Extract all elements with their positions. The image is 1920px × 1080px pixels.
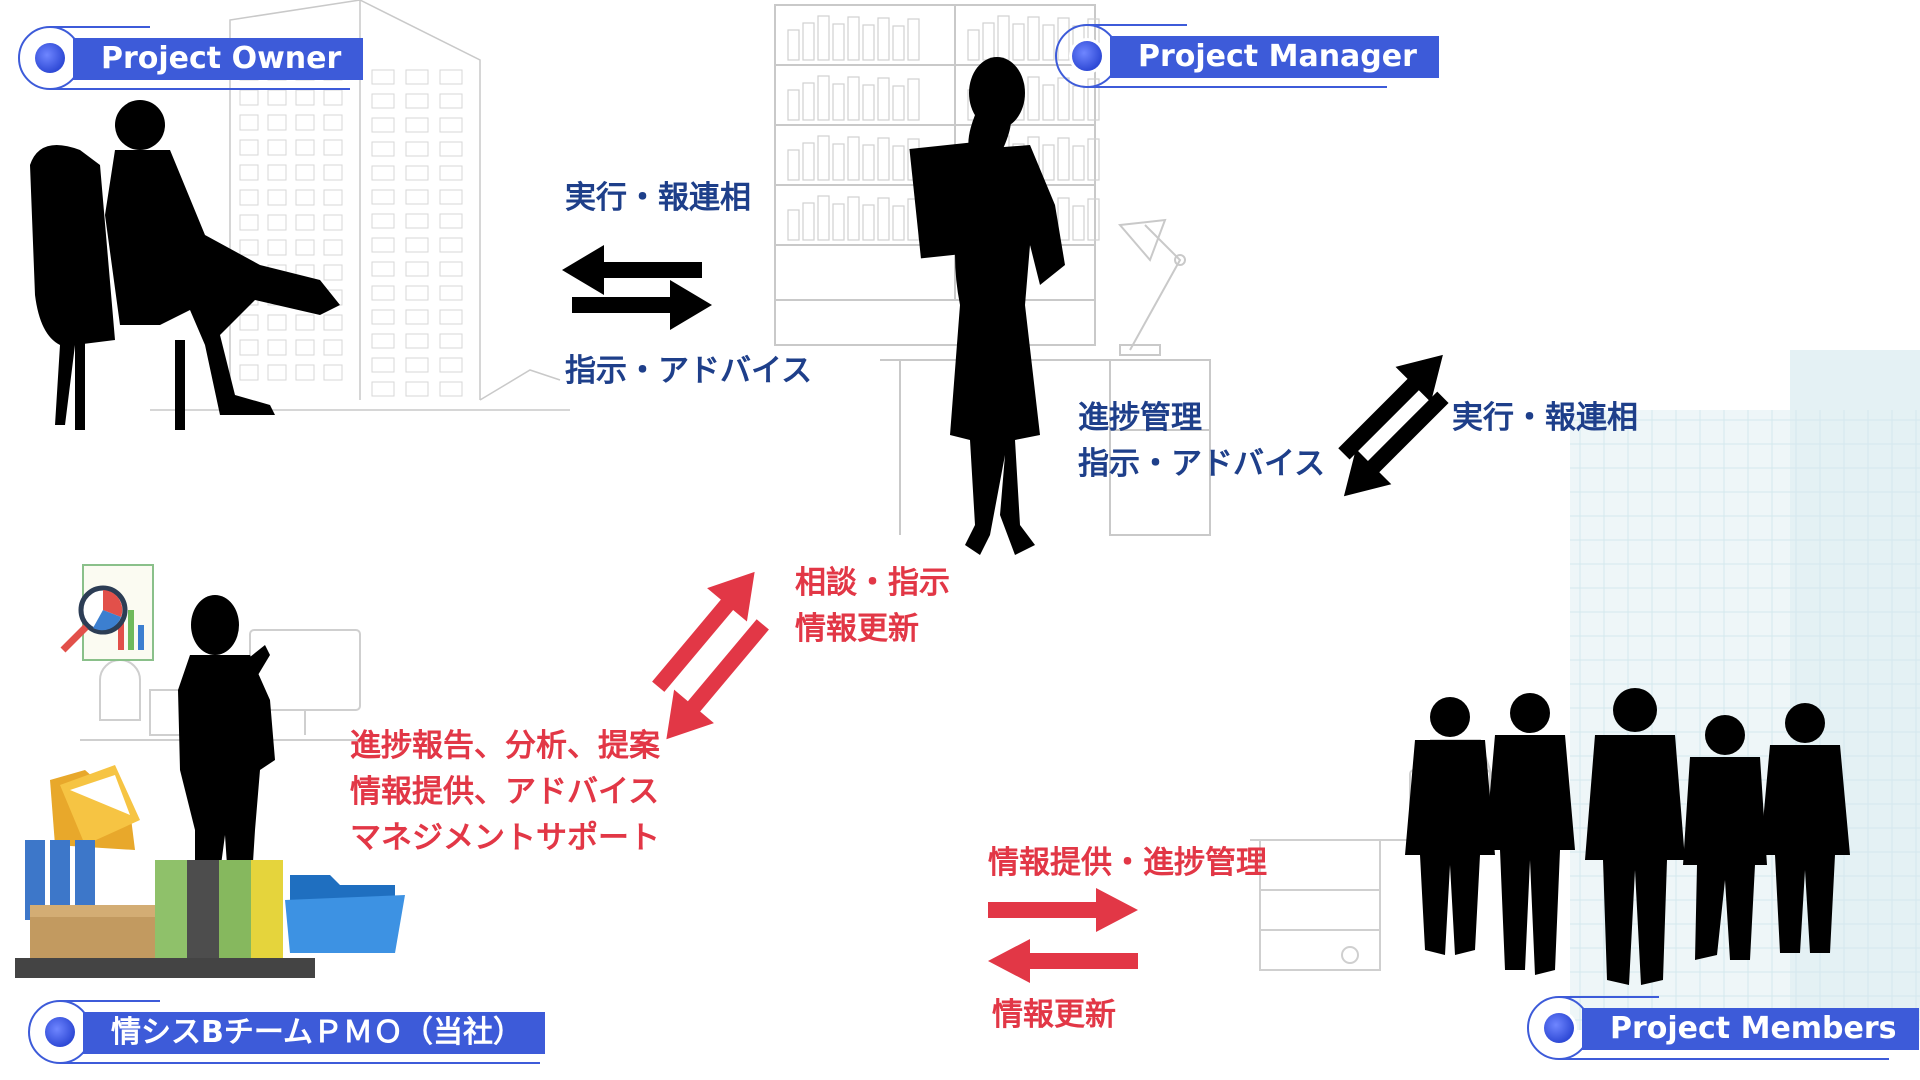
owner-manager-top-label: 実行・報連相 <box>565 180 751 216</box>
pmo-manager-left-line: 進捗報告、分析、提案 <box>350 728 660 764</box>
role-tag-project-manager: Project Manager <box>1055 24 1439 88</box>
manager-members-left-line: 進捗管理 <box>1078 400 1202 436</box>
pmo-manager-left-line: 情報提供、アドバイス <box>350 774 660 810</box>
pmo-manager-exchange-arrows-icon <box>652 571 769 740</box>
business-team-silhouette-icon <box>1405 688 1850 985</box>
desk-lamp-sketch-background <box>880 218 1211 536</box>
manager-members-exchange-arrows-icon <box>1338 354 1449 497</box>
chart-magnifier-icon <box>60 564 154 661</box>
role-label-project-manager: Project Manager <box>1110 36 1439 78</box>
manager-members-right-label: 実行・報連相 <box>1452 400 1638 436</box>
standing-woman-silhouette-icon <box>909 57 1065 555</box>
pmo-manager-left-line: マネジメントサポート <box>350 820 660 856</box>
owner-manager-bottom-label: 指示・アドバイス <box>565 353 813 389</box>
pmo-members-top-label: 情報提供・進捗管理 <box>988 845 1267 881</box>
pmo-members-bottom-label: 情報更新 <box>992 997 1116 1033</box>
bullet-dot-icon <box>1072 41 1102 71</box>
pmo-manager-right-line: 情報更新 <box>795 611 919 647</box>
role-tag-project-members: Project Members <box>1527 996 1919 1060</box>
pmo-manager-right-line: 相談・指示 <box>795 565 950 601</box>
seated-businessman-silhouette-icon <box>30 100 340 430</box>
role-tag-project-owner: Project Owner <box>18 26 364 90</box>
pmo-members-exchange-arrows-icon <box>988 888 1138 983</box>
owner-manager-exchange-arrows-icon <box>562 245 712 330</box>
role-label-project-members: Project Members <box>1582 1008 1919 1050</box>
role-label-project-owner: Project Owner <box>73 38 364 80</box>
binders-and-box-icon <box>15 840 315 978</box>
bullet-dot-icon <box>1544 1013 1574 1043</box>
blue-folder-icon <box>285 875 405 953</box>
thinking-businessman-silhouette-icon <box>178 595 275 910</box>
bullet-dot-icon <box>45 1017 75 1047</box>
manager-members-left-line: 指示・アドバイス <box>1078 446 1326 482</box>
role-label-pmo: 情シスBチームＰＭＯ（当社） <box>83 1012 545 1054</box>
manager-members-left-label: 進捗管理 指示・アドバイス <box>1078 395 1325 487</box>
pmo-manager-left-label: 進捗報告、分析、提案 情報提供、アドバイス マネジメントサポート <box>350 723 660 861</box>
pmo-manager-right-label: 相談・指示 情報更新 <box>795 560 950 652</box>
role-tag-pmo: 情シスBチームＰＭＯ（当社） <box>28 1000 568 1064</box>
yellow-folder-icon <box>50 765 140 850</box>
bullet-dot-icon <box>35 43 65 73</box>
